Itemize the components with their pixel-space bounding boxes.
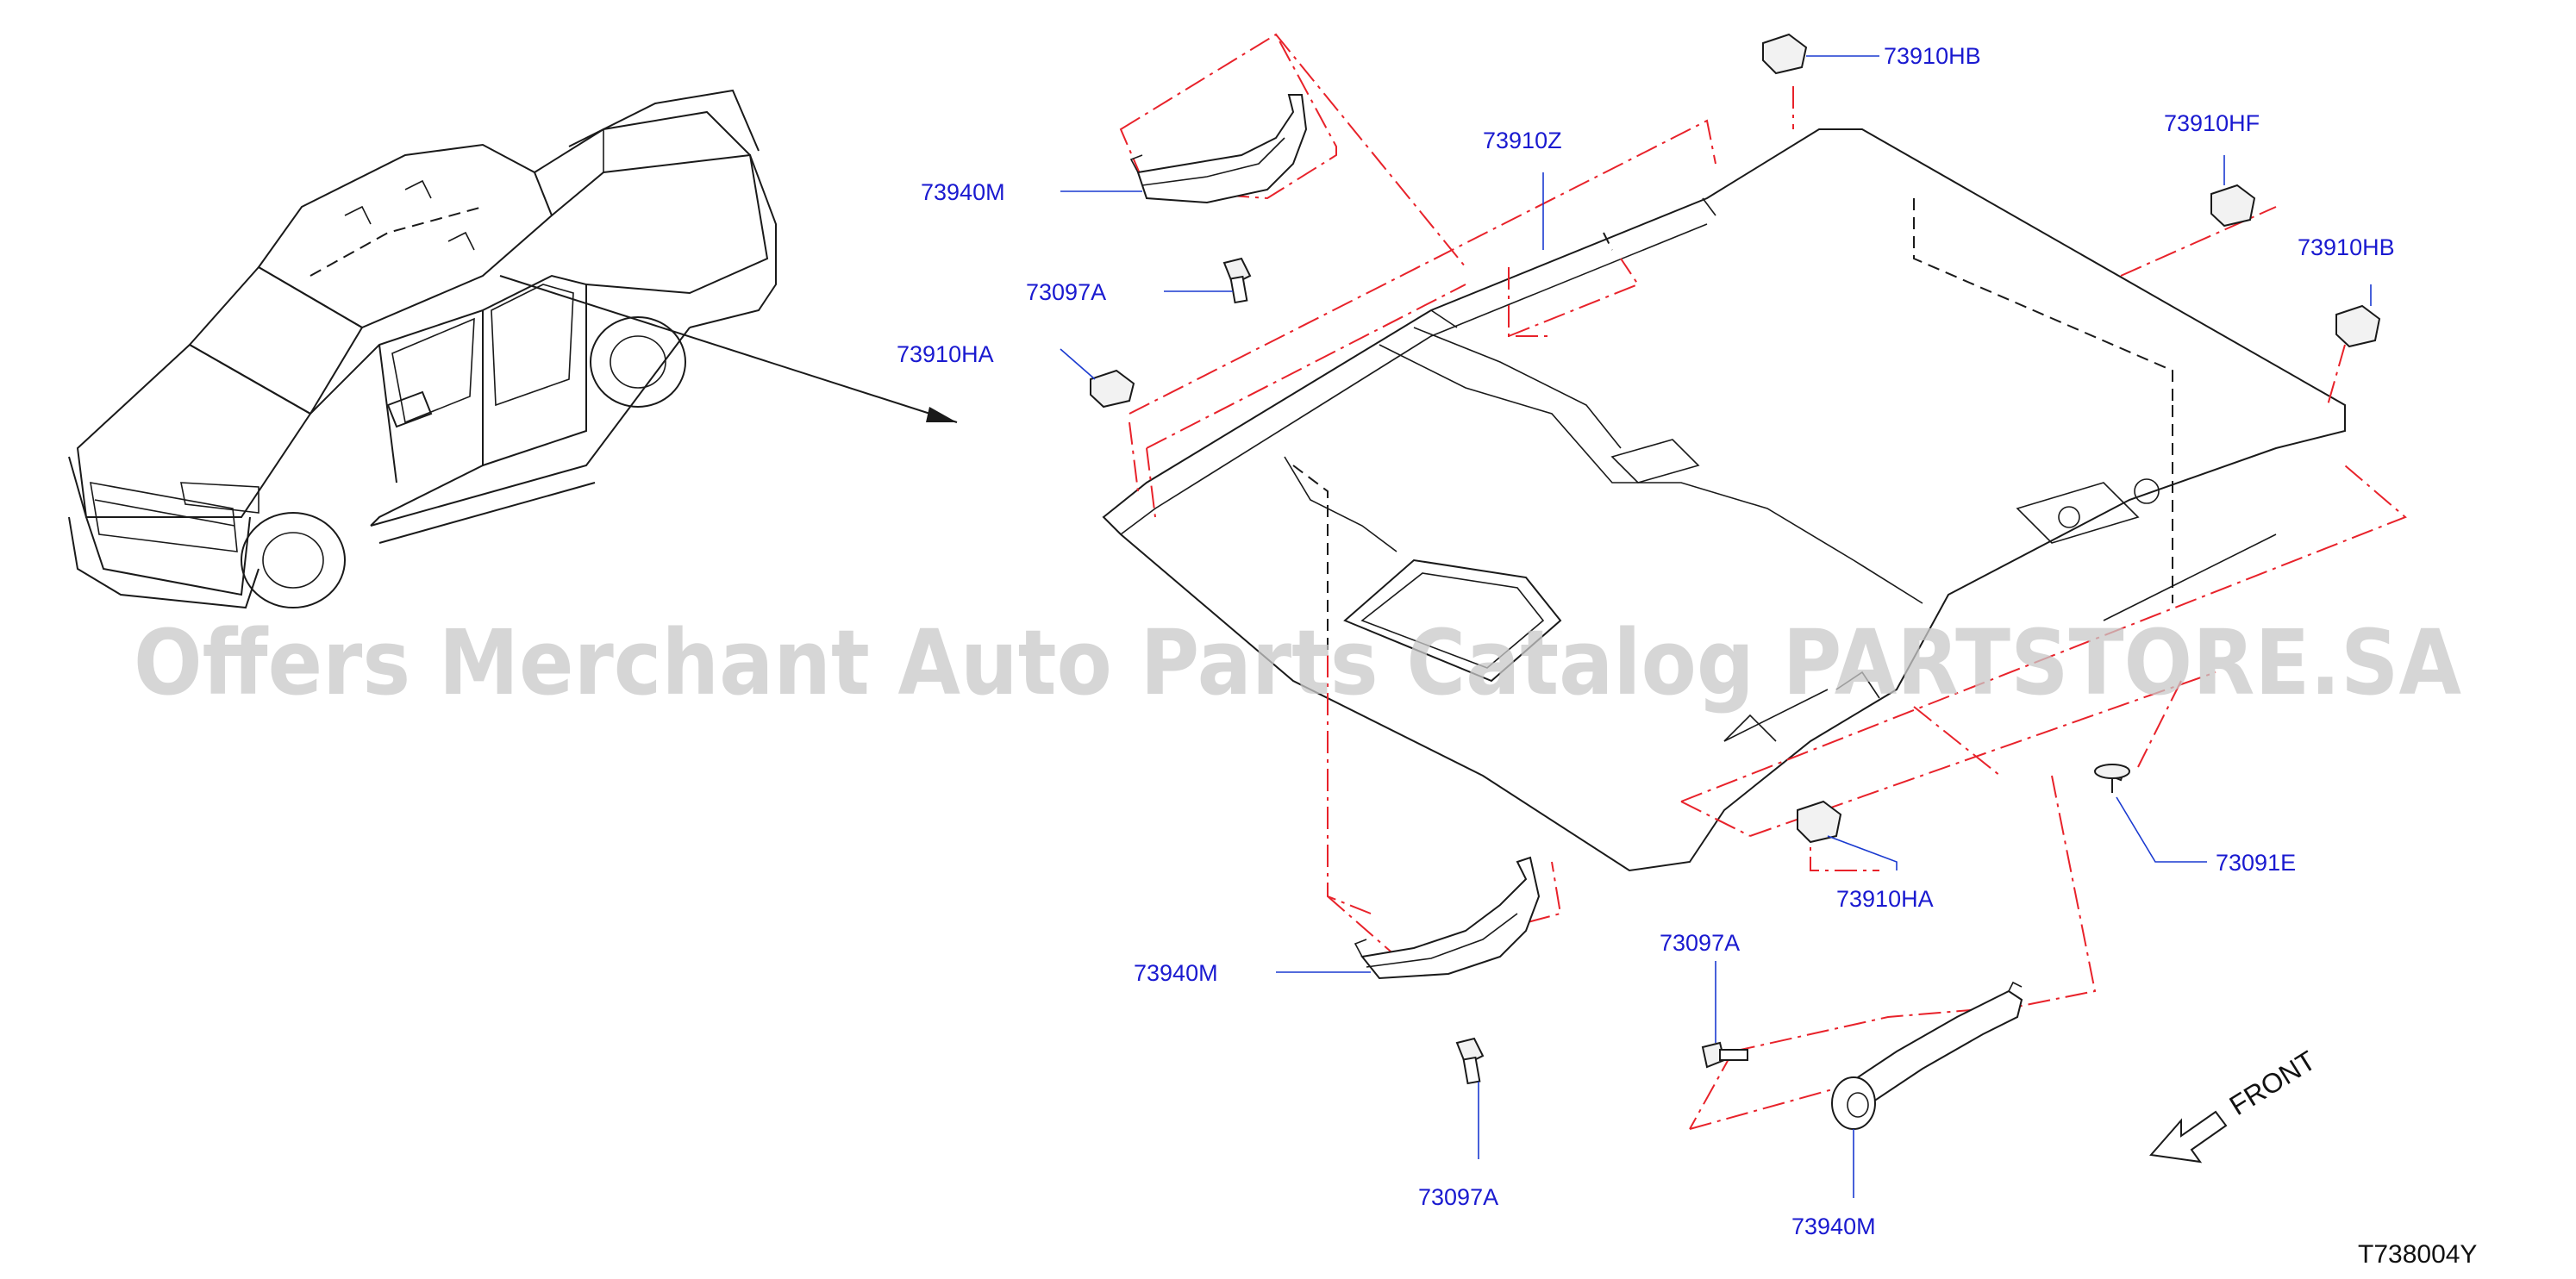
front-indicator: FRONT <box>2149 1045 2322 1164</box>
front-arrow-icon <box>2149 1110 2228 1164</box>
label-73097a-top: 73097A <box>1026 279 1106 305</box>
label-73910ha-left: 73910HA <box>897 341 994 367</box>
label-73940m-bottom-right: 73940M <box>1791 1213 1876 1239</box>
label-73910hf: 73910HF <box>2164 110 2260 136</box>
assist-grip-bottom-right <box>1831 981 2023 1130</box>
clip-ha-bottom <box>1797 800 1842 844</box>
callout-leaders <box>1060 55 2372 1198</box>
label-73091e: 73091E <box>2216 850 2296 876</box>
label-73097a-bottom-mid: 73097A <box>1660 930 1740 956</box>
assist-grip-bottom-left <box>1354 856 1541 980</box>
assist-grip-top-left <box>1129 94 1308 204</box>
clip-hb-top <box>1762 33 1808 75</box>
label-73910z: 73910Z <box>1483 128 1562 153</box>
label-73910ha-bottom: 73910HA <box>1836 886 1934 912</box>
callout-labels: 73910HB 73910Z 73910HF 73910HB 73940M 73… <box>897 43 2395 1239</box>
vehicle-illustration <box>68 89 958 609</box>
clip-e <box>2094 764 2130 793</box>
headliner-assembly <box>1102 128 2346 872</box>
front-label: FRONT <box>2224 1045 2322 1121</box>
clip-ha-left <box>1090 369 1135 409</box>
label-73940m-bottom-left: 73940M <box>1134 960 1218 986</box>
bolt-top <box>1222 257 1252 304</box>
bolt-bottom-mid <box>1701 1041 1748 1069</box>
label-73940m-top-left: 73940M <box>921 179 1005 205</box>
label-73910hb-top: 73910HB <box>1884 43 1981 69</box>
label-73910hb-right: 73910HB <box>2298 234 2395 260</box>
reference-code: T738004Y <box>2358 1240 2477 1269</box>
label-73097a-bottom-left: 73097A <box>1418 1184 1498 1210</box>
watermark: Offers Merchant Auto Parts Catalog PARTS… <box>134 610 2461 715</box>
bolt-bottom-left <box>1455 1037 1485 1085</box>
clip-hf <box>2210 184 2256 228</box>
clip-hb-right <box>2335 304 2381 348</box>
